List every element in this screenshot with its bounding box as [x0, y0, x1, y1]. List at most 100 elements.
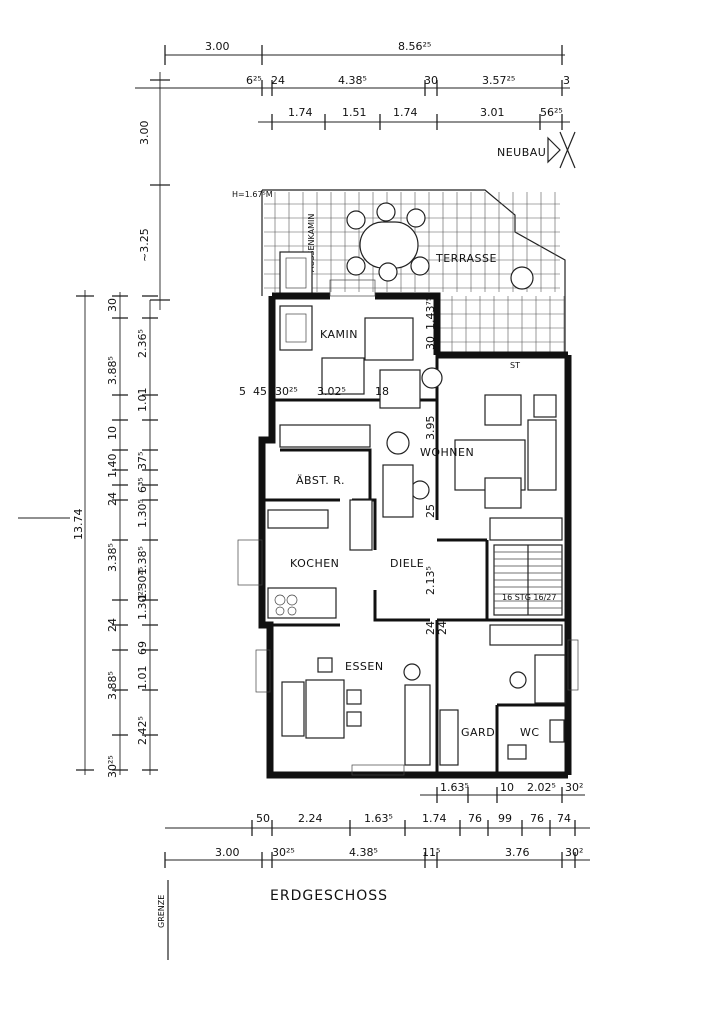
dim-left-c2-6: 1.40 [106, 454, 119, 479]
interior-dimensions: 5 45 30²⁵ 3.02⁵ 18 3.95 30 1.43⁷⁵ 25 2.1… [239, 297, 449, 635]
dim-bot-r3-2: 30²⁵ [272, 846, 295, 859]
armchair [379, 369, 421, 409]
left-dimensions: 3.00 ~3.25 13.74 30 2.36⁵ 3.88⁵ 1.01 10 … [18, 72, 170, 778]
dim-left-c2-10: 24 [106, 618, 119, 632]
toilet-icon [509, 671, 527, 689]
dim-left-c2-2: 2.36⁵ [136, 329, 149, 358]
boundary-label: GRENZE [157, 895, 166, 928]
storage-shelf [279, 424, 371, 448]
dim-left-c2-7: 24 [106, 492, 119, 506]
stair-and-wc: 16 STG 16/27 GARD. WC [439, 517, 566, 766]
dining-table [305, 679, 345, 739]
dim-left-c2-5: 10 [106, 426, 119, 440]
dim-top-r2-3: 4.38⁵ [338, 74, 367, 87]
terrace-side-chair [510, 266, 534, 290]
dim-left-c2-14: 30²⁵ [106, 755, 119, 778]
terrace: TERRASSE H=1.67⁵M AUSSENKAMIN [232, 189, 566, 355]
dim-bot-r1-1: 1.63⁵ [440, 781, 469, 794]
service-rooms: ÄBST. R. KOCHEN DIELE ESSEN [267, 424, 431, 766]
dim-bot-r2-2: 2.24 [298, 812, 323, 825]
dim-left-outer-1: 3.00 [138, 121, 151, 146]
dim-left-main: 13.74 [72, 509, 85, 541]
wc-sink [507, 744, 527, 760]
garderobe-cabinet [439, 709, 459, 766]
dim-int-12: 24 [436, 621, 449, 635]
armchair [321, 357, 365, 395]
living-area: KAMIN ST WOHNEN [279, 305, 557, 518]
diele-label: DIELE [390, 557, 424, 570]
sideboard [382, 464, 414, 518]
dim-left-c3-1: 37⁵ [136, 452, 149, 470]
kamin-label: KAMIN [320, 328, 358, 341]
dim-int-9: 25 [424, 504, 437, 518]
terrace-table [359, 221, 419, 269]
outdoor-fireplace [279, 251, 313, 295]
dim-top-r3-5: 56²⁵ [540, 106, 563, 119]
dim-int-3: 30²⁵ [275, 385, 298, 398]
terrace-chair [406, 208, 426, 228]
sofa-chair [484, 477, 522, 509]
dim-bot-r1-2: 10 [500, 781, 514, 794]
dim-bot-r1-3: 2.02⁵ [527, 781, 556, 794]
kitchen-stove [267, 587, 337, 619]
dim-bot-r3-3: 4.38⁵ [349, 846, 378, 859]
dim-top-r3-4: 3.01 [480, 106, 505, 119]
dim-left-c3-3: 1.30⁵ [136, 499, 149, 528]
wardrobe [404, 684, 431, 766]
dim-int-1: 5 [239, 385, 246, 398]
dim-bot-r2-4: 1.74 [422, 812, 447, 825]
top-dimensions: 3.00 8.56²⁵ 6²⁵ 24 4.38⁵ 30 3.57²⁵ 3 1.7… [135, 40, 570, 130]
dim-bot-r2-1: 50 [256, 812, 270, 825]
dim-int-2: 45 [253, 385, 267, 398]
plant-icon [403, 663, 421, 681]
dim-top-r2-1: 6²⁵ [246, 74, 262, 87]
dim-int-11: 24 [424, 621, 437, 635]
kitchen-counter [267, 509, 329, 529]
wc-label: WC [520, 726, 540, 739]
wc-toilet [549, 719, 565, 743]
dim-left-outer-2: ~3.25 [138, 228, 151, 262]
terrace-chair [346, 210, 366, 230]
dim-top-r3-3: 1.74 [393, 106, 418, 119]
dim-int-4: 3.02⁵ [317, 385, 346, 398]
dining-bench [281, 681, 305, 737]
side-table [533, 394, 557, 418]
bottom-dimensions: 1.63⁵ 10 2.02⁵ 30² 50 2.24 1.63⁵ 1.74 76… [164, 781, 590, 868]
armchair [364, 317, 414, 361]
dining-chair [346, 689, 362, 705]
dim-bot-r3-1: 3.00 [215, 846, 240, 859]
terrace-chair [346, 256, 366, 276]
dim-bot-r2-6: 99 [498, 812, 512, 825]
hall-shelf [489, 624, 563, 646]
dim-int-7: 30 [424, 336, 437, 350]
plant-icon [386, 431, 410, 455]
dining-chair [317, 657, 333, 673]
terrace-chair [378, 262, 398, 282]
dim-left-c3-5: 1.30²⁵ [136, 567, 149, 600]
dim-int-10: 2.13⁵ [424, 566, 437, 595]
dim-bot-r2-3: 1.63⁵ [364, 812, 393, 825]
dim-bot-r1-4: 30² [565, 781, 583, 794]
terrace-chair [410, 256, 430, 276]
height-note: H=1.67⁵M [232, 190, 273, 199]
washing-machine [534, 654, 566, 704]
dim-top-r3-2: 1.51 [342, 106, 367, 119]
dim-bot-r3-4: 11⁵ [422, 846, 440, 859]
dim-left-c2-12: 3.88⁵ [106, 671, 119, 700]
dim-left-c3-2: 6³⁵ [136, 477, 149, 493]
dim-left-c2-13: 2.42⁵ [136, 716, 149, 745]
dim-top-r2-6: 3 [563, 74, 570, 87]
dim-int-5: 18 [375, 385, 389, 398]
dim-left-c2-4: 1.01 [136, 388, 149, 413]
lamp-icon [410, 480, 430, 500]
wohnen-label: WOHNEN [420, 446, 474, 459]
dining-chair [346, 711, 362, 727]
dim-left-c3-4: 1.38⁵ [136, 546, 149, 575]
abst-label: ÄBST. R. [296, 474, 345, 487]
dim-top-r2-4: 30 [424, 74, 438, 87]
dim-left-c2-9: 1.30²⁵ [136, 587, 149, 620]
dim-top-r2-5: 3.57²⁵ [482, 74, 515, 87]
dim-bot-r2-5: 76 [468, 812, 482, 825]
dim-left-c3-6: 69 [136, 641, 149, 655]
sofa [527, 419, 557, 491]
